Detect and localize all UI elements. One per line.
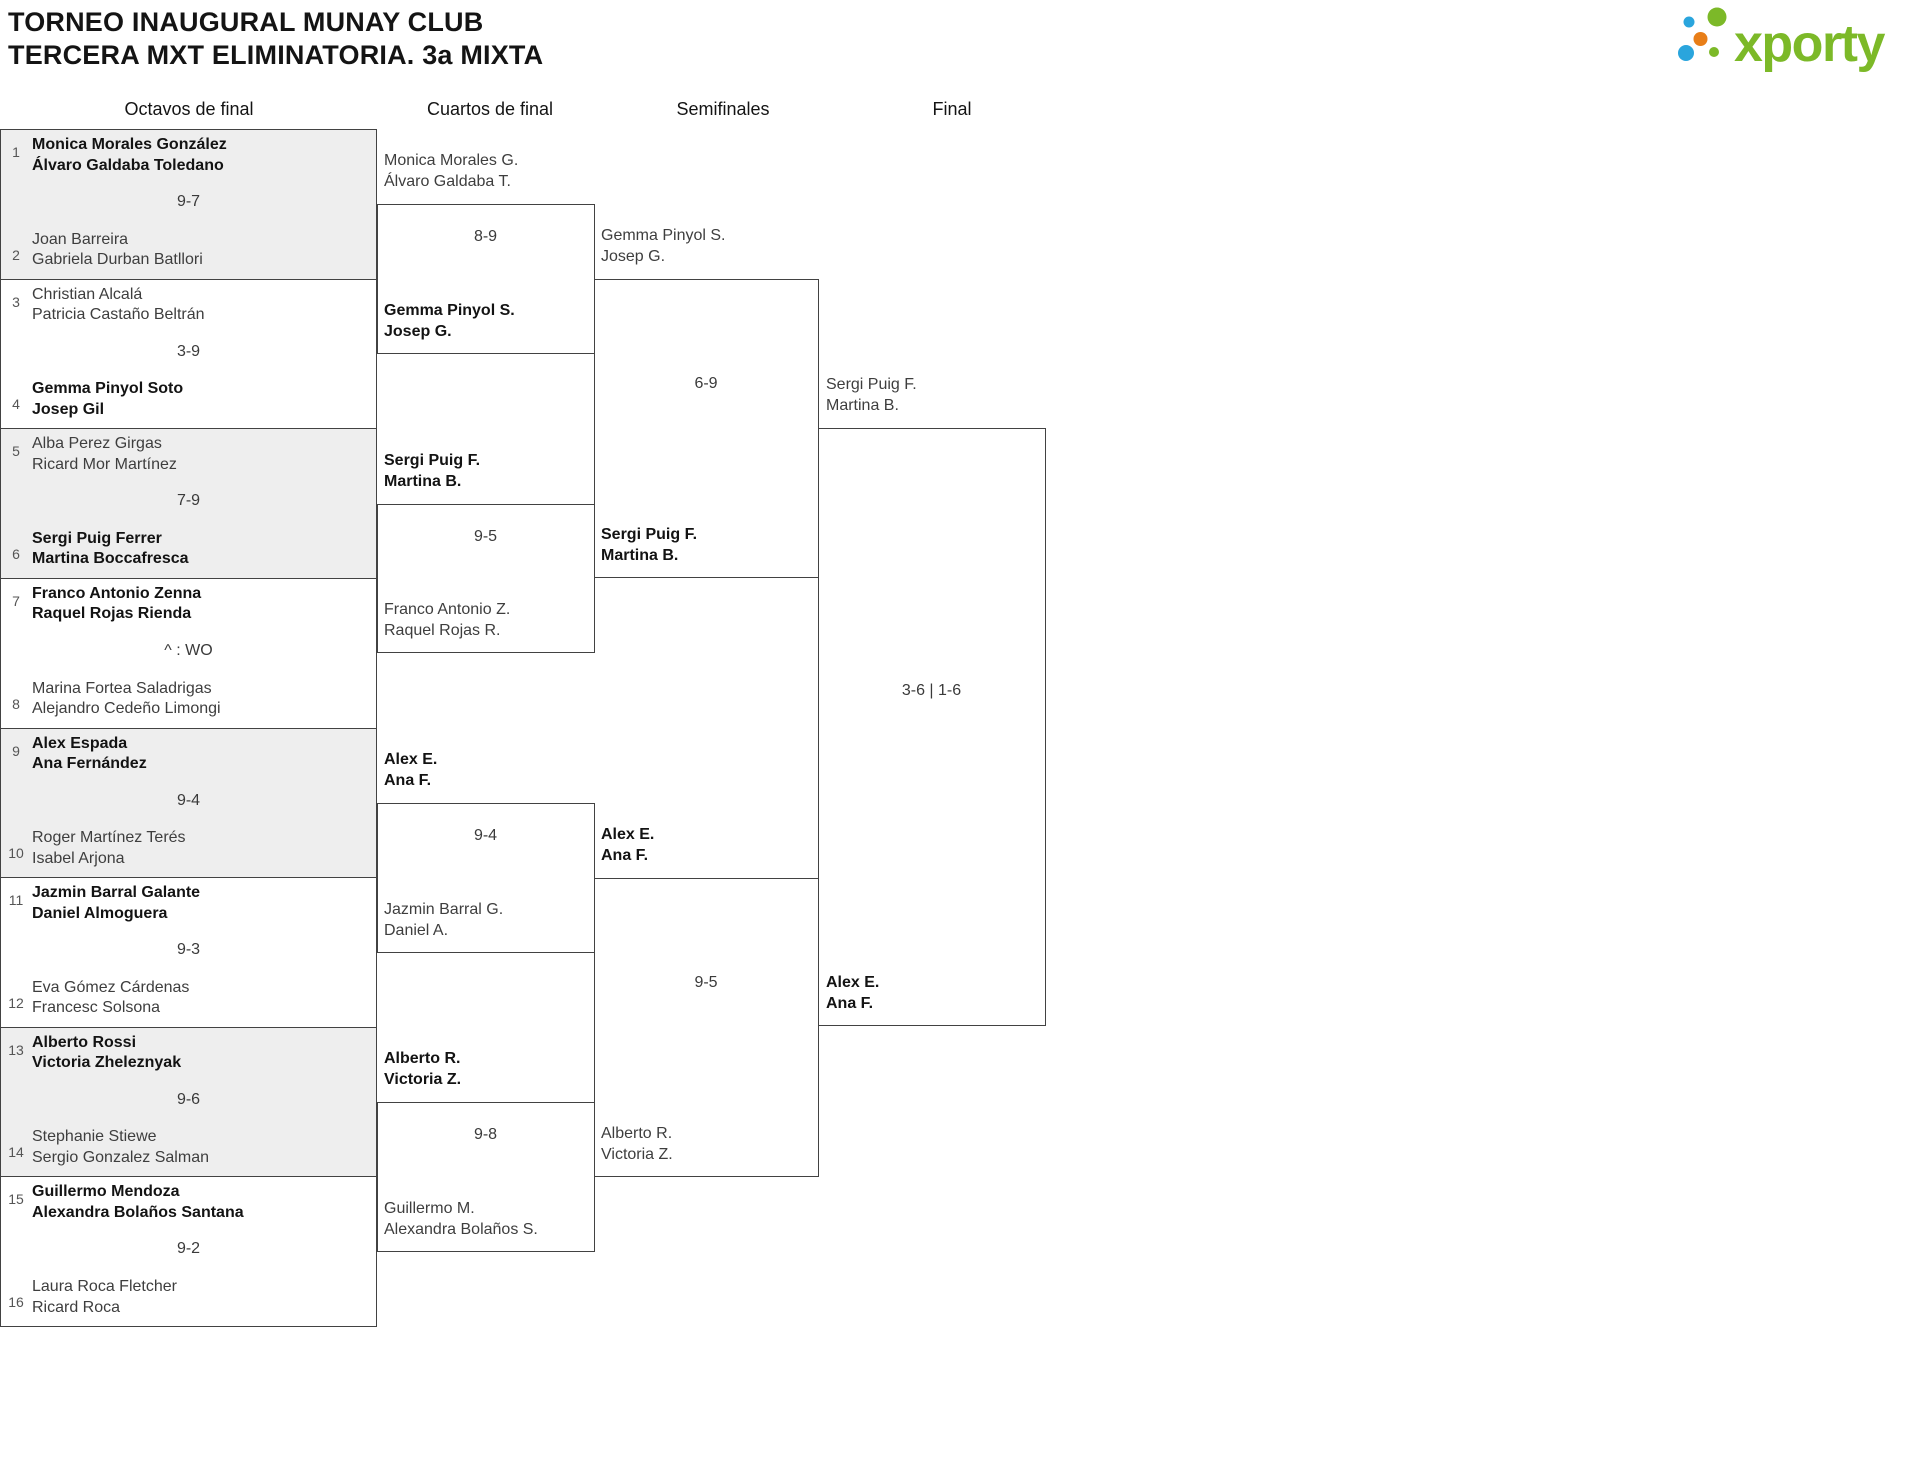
- match-score: 7-9: [176, 492, 201, 510]
- team-label: Alex E.Ana F.: [601, 826, 655, 864]
- seed-number: 6: [12, 545, 20, 562]
- match-score: 9-5: [473, 528, 498, 545]
- round-header-final: Final: [932, 99, 972, 119]
- seed-number: 15: [8, 1191, 24, 1208]
- match-score: 9-6: [176, 1090, 201, 1108]
- seed-number: 14: [8, 1144, 24, 1161]
- xporty-logo[interactable]: xporty: [1672, 4, 1916, 82]
- seed-number: 3: [12, 293, 20, 310]
- team-label: Jazmin Barral G.Daniel A.: [384, 901, 504, 939]
- seed-number: 16: [8, 1294, 24, 1310]
- bracket-subtitle: TERCERA MXT ELIMINATORIA. 3a MIXTA: [8, 40, 544, 70]
- seed-number: 13: [8, 1041, 24, 1058]
- seed-number: 8: [12, 695, 20, 712]
- seed-number: 5: [12, 443, 20, 460]
- team-label: Alberto R.Victoria Z.: [384, 1050, 462, 1088]
- match-score: 9-8: [473, 1126, 498, 1143]
- seed-number: 7: [12, 592, 20, 609]
- final-box: [818, 428, 1046, 1026]
- team-label: Alberto R.Victoria Z.: [601, 1125, 673, 1163]
- team-label: Monica Morales G.Álvaro Galdaba T.: [384, 152, 519, 190]
- team-label: Alex E.Ana F.: [826, 974, 880, 1012]
- seed-number: 11: [8, 892, 24, 909]
- team-label: Guillermo M.Alexandra Bolaños S.: [384, 1200, 538, 1238]
- xporty-dots-icon: [1678, 7, 1727, 61]
- team-label: Sergi Puig F.Martina B.: [384, 452, 481, 490]
- quarterfinal-2-box: [377, 504, 595, 653]
- team-label: Sergi Puig F.Martina B.: [601, 526, 698, 564]
- match-score: 3-6 | 1-6: [901, 682, 962, 699]
- match-score: 9-5: [694, 974, 718, 991]
- match-score: 9-4: [473, 827, 498, 844]
- page-title: TORNEO INAUGURAL MUNAY CLUB TERCERA MXT …: [8, 6, 543, 72]
- quarterfinal-4-box: [377, 1102, 595, 1252]
- tournament-name: TORNEO INAUGURAL MUNAY CLUB: [8, 7, 484, 37]
- seed-number: 12: [8, 994, 24, 1011]
- match-score: 9-2: [176, 1240, 201, 1258]
- round-header-cuartos: Cuartos de final: [426, 99, 554, 119]
- team-label: Alex E.Ana F.: [384, 751, 438, 789]
- seed-number: 4: [12, 396, 20, 413]
- semifinal-2-box: [594, 878, 819, 1177]
- round-header-octavos: Octavos de final: [124, 99, 254, 119]
- match-score: 3-9: [176, 342, 201, 360]
- team-label: Sergi Puig F.Martina B.: [826, 376, 917, 414]
- match-score: ^ : WO: [164, 641, 213, 659]
- match-score: 9-4: [176, 791, 201, 809]
- team-label: Gemma Pinyol S.Josep G.: [384, 302, 515, 340]
- match-score: 8-9: [473, 228, 498, 245]
- match-score: 6-9: [694, 375, 718, 392]
- team-label: Franco Antonio Z.Raquel Rojas R.: [384, 601, 511, 639]
- seed-number: 1: [12, 144, 20, 160]
- team-label: Gemma Pinyol S.Josep G.: [601, 227, 726, 265]
- match-score: 9-7: [176, 193, 201, 210]
- seed-number: 10: [8, 845, 24, 862]
- xporty-wordmark: xporty: [1734, 15, 1885, 73]
- seed-number: 2: [12, 246, 20, 263]
- round-header-semifinales: Semifinales: [676, 99, 770, 119]
- match-score: 9-3: [176, 941, 201, 959]
- seed-number: 9: [12, 742, 20, 759]
